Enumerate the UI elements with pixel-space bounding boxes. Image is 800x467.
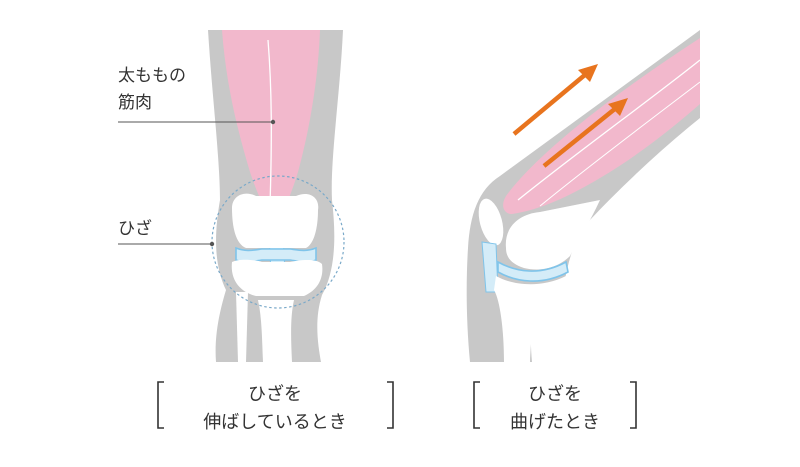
bent-muscle-fiber-2 xyxy=(539,81,701,207)
straight-knee-labels: 太ももの 筋肉 ひざ xyxy=(118,66,276,247)
bent-cartilage xyxy=(497,260,569,282)
straight-tibia-head xyxy=(231,259,323,296)
caption-straight-line1: ひざを xyxy=(248,383,302,405)
arrow-up-right-icon xyxy=(542,98,628,168)
caption-bent: ひざを 曲げたとき xyxy=(473,381,637,433)
straight-knee-illustration xyxy=(208,30,345,362)
bracket-right xyxy=(387,381,394,429)
bracket-right xyxy=(630,381,637,429)
bent-patella xyxy=(478,198,504,246)
label-thigh-muscle-line1: 太ももの xyxy=(118,66,186,86)
bent-thigh-muscle xyxy=(503,38,700,214)
bent-knee-illustration xyxy=(466,30,701,362)
caption-bent-line2: 曲げたとき xyxy=(510,412,600,433)
straight-fibula xyxy=(236,292,248,362)
bent-tibia xyxy=(494,276,567,362)
caption-straight-line2: 伸ばしているとき xyxy=(203,412,346,433)
leader-dot-knee xyxy=(209,241,215,247)
leader-dot-muscle xyxy=(270,119,276,125)
caption-bent-line1: ひざを xyxy=(528,383,582,405)
bracket-left xyxy=(157,381,164,429)
arrow-up-right-icon xyxy=(512,64,598,136)
bracket-left xyxy=(473,381,480,429)
caption-straight: ひざを 伸ばしているとき xyxy=(157,381,394,433)
bent-femur-end xyxy=(505,200,600,270)
label-knee: ひざ xyxy=(118,218,152,239)
straight-muscle-fiber xyxy=(267,39,272,206)
bent-muscle-fiber-1 xyxy=(517,59,701,201)
straight-femur-end xyxy=(232,193,319,248)
label-thigh-muscle-line2: 筋肉 xyxy=(118,93,152,113)
